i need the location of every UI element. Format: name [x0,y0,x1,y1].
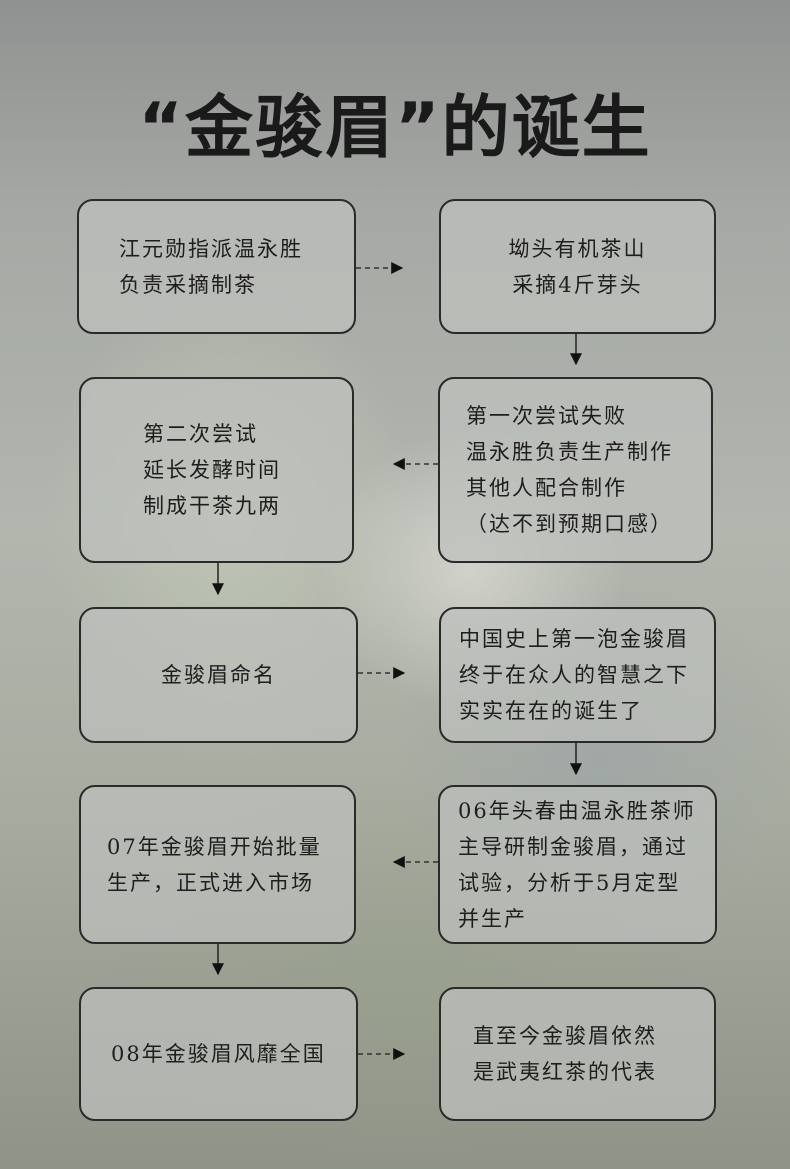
step-text: 直至今金骏眉依然 是武夷红茶的代表 [473,1024,657,1084]
step-box-10: 直至今金骏眉依然 是武夷红茶的代表 [439,987,716,1121]
step-text: 第二次尝试 延长发酵时间 制成干茶九两 [143,422,281,518]
step-text: 金骏眉命名 [161,663,276,687]
step-text: 07年金骏眉开始批量 生产，正式进入市场 [107,834,322,895]
step-box-7: 06年头春由温永胜茶师 主导研制金骏眉，通过 试验，分析于5月定型 并生产 [438,785,717,944]
page-title: “金骏眉”的诞生 [138,89,652,168]
step-text: 坳头有机茶山 采摘4斤芽头 [508,236,647,297]
step-text: 中国史上第一泡金骏眉 终于在众人的智慧之下 实实在在的诞生了 [459,627,689,723]
step-box-3: 第一次尝试失败 温永胜负责生产制作 其他人配合制作 （达不到预期口感） [438,377,713,563]
step-box-1: 江元勋指派温永胜 负责采摘制茶 [77,199,356,334]
step-box-9: 08年金骏眉风靡全国 [79,987,358,1121]
step-box-5: 金骏眉命名 [79,607,358,743]
step-box-2: 坳头有机茶山 采摘4斤芽头 [439,199,716,334]
step-box-6: 中国史上第一泡金骏眉 终于在众人的智慧之下 实实在在的诞生了 [439,607,716,743]
step-text: 第一次尝试失败 温永胜负责生产制作 其他人配合制作 （达不到预期口感） [466,404,673,536]
step-box-4: 第二次尝试 延长发酵时间 制成干茶九两 [79,377,354,563]
step-text: 江元勋指派温永胜 负责采摘制茶 [119,236,303,297]
step-box-8: 07年金骏眉开始批量 生产，正式进入市场 [79,785,356,944]
step-text: 06年头春由温永胜茶师 主导研制金骏眉，通过 试验，分析于5月定型 并生产 [458,798,696,931]
step-text: 08年金骏眉风靡全国 [111,1042,326,1066]
